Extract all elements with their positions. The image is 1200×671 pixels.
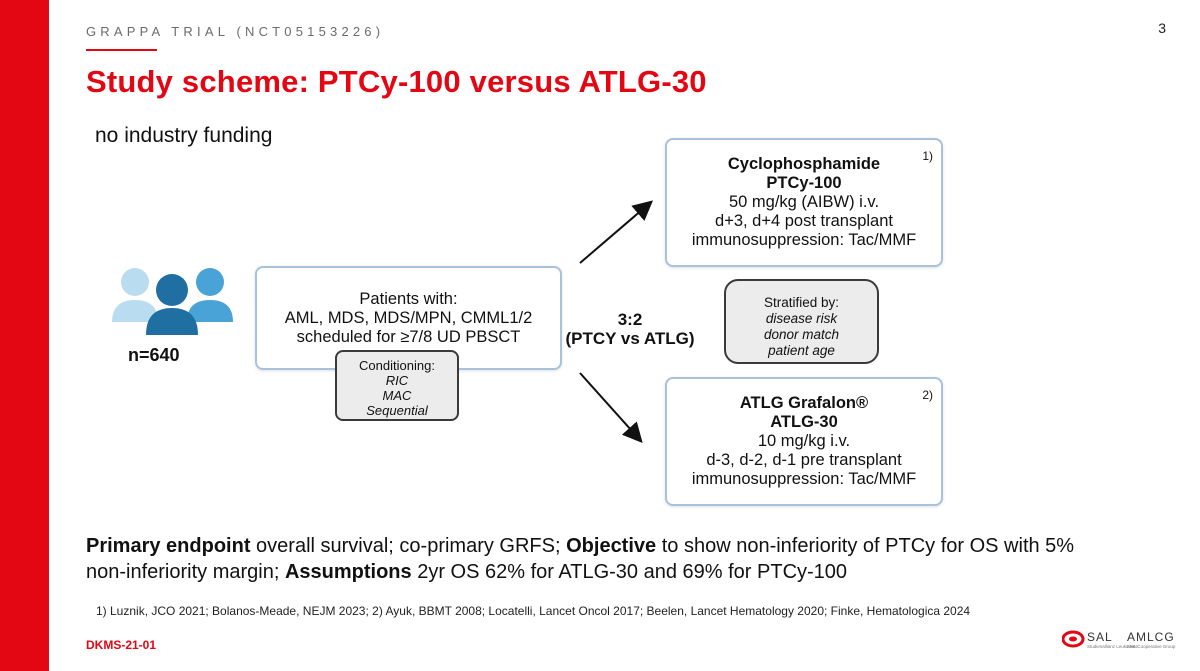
randomization-ratio: 3:2 [617, 310, 643, 329]
sal-logo-subtext: Studienallianz Leukämien [1087, 644, 1139, 649]
sal-logo-icon [1062, 630, 1085, 648]
conditioning-item: Sequential [366, 403, 428, 418]
patients-line-2: AML, MDS, MDS/MPN, CMML1/2 [284, 309, 533, 327]
conditioning-item: RIC [385, 373, 409, 388]
arrow-to-atlg-arm [579, 372, 643, 443]
atlg-arm-immuno: immunosuppression: Tac/MMF [691, 470, 917, 488]
ptcy-arm-name: Cyclophosphamide [727, 155, 881, 173]
atlg-arm-name: ATLG Grafalon® [739, 394, 869, 412]
objective-label: Objective [566, 535, 657, 557]
primary-endpoint-label: Primary endpoint [86, 535, 251, 557]
stratification-item: disease risk [765, 311, 838, 326]
patients-group-icon [112, 268, 233, 335]
assumptions-text: 2yr OS 62% for ATLG-30 and 69% for PTCy-… [411, 561, 848, 583]
trial-kicker: GRAPPA TRIAL (NCT05153226) [86, 24, 385, 39]
stratification-item: donor match [763, 327, 840, 342]
atlg-arm-code: ATLG-30 [770, 413, 838, 431]
atlg-arm-timing: d-3, d-2, d-1 pre transplant [706, 451, 902, 469]
endpoint-summary: Primary endpoint overall survival; co-pr… [86, 533, 1106, 585]
ptcy-arm-timing: d+3, d+4 post transplant [715, 212, 893, 230]
objective-text: to show non-inferiority of PTCy for OS w… [86, 535, 1075, 583]
ptcy-reference-marker: 1) [922, 149, 933, 163]
assumptions-label: Assumptions [284, 561, 412, 583]
funding-note: no industry funding [95, 124, 273, 147]
randomization-arms: (PTCY vs ATLG) [565, 329, 695, 348]
primary-endpoint-text: overall survival; co-primary GRFS; [250, 535, 567, 557]
ptcy-arm-immuno: immunosuppression: Tac/MMF [691, 231, 917, 249]
stratification-title: Stratified by: [763, 295, 840, 310]
stratification-box: Stratified by: disease risk donor match … [724, 279, 879, 364]
arrow-to-ptcy-arm [579, 200, 654, 264]
study-code: DKMS-21-01 [86, 638, 157, 652]
red-side-bar [0, 0, 49, 671]
page-number: 3 [1158, 20, 1166, 36]
ptcy-arm-box: 1) Cyclophosphamide PTCy-100 50 mg/kg (A… [665, 138, 943, 267]
amlcg-logo-subtext: AML Cooperative Group [1127, 644, 1176, 649]
slide-title: Study scheme: PTCy-100 versus ATLG-30 [86, 64, 707, 99]
amlcg-logo-text: AMLCG [1127, 630, 1175, 644]
patients-line-3: scheduled for ≥7/8 UD PBSCT [296, 328, 521, 346]
kicker-underline [86, 49, 157, 51]
atlg-arm-box: 2) ATLG Grafalon® ATLG-30 10 mg/kg i.v. … [665, 377, 943, 506]
atlg-reference-marker: 2) [922, 388, 933, 402]
stratification-item: patient age [768, 343, 835, 358]
patients-line-1: Patients with: [359, 290, 458, 308]
randomization-label: 3:2 (PTCY vs ATLG) [560, 310, 700, 348]
conditioning-item: MAC [382, 388, 412, 403]
ptcy-arm-dose: 50 mg/kg (AIBW) i.v. [728, 193, 880, 211]
conditioning-title: Conditioning: [359, 358, 435, 373]
ptcy-arm-code: PTCy-100 [766, 174, 842, 192]
population-size: n=640 [128, 345, 180, 365]
sal-logo-text: SAL [1087, 630, 1113, 644]
atlg-arm-dose: 10 mg/kg i.v. [757, 432, 851, 450]
conditioning-box: Conditioning: RIC MAC Sequential [335, 350, 459, 421]
patients-box: Patients with: AML, MDS, MDS/MPN, CMML1/… [255, 266, 562, 370]
references-footnote: 1) Luznik, JCO 2021; Bolanos-Meade, NEJM… [96, 604, 971, 618]
